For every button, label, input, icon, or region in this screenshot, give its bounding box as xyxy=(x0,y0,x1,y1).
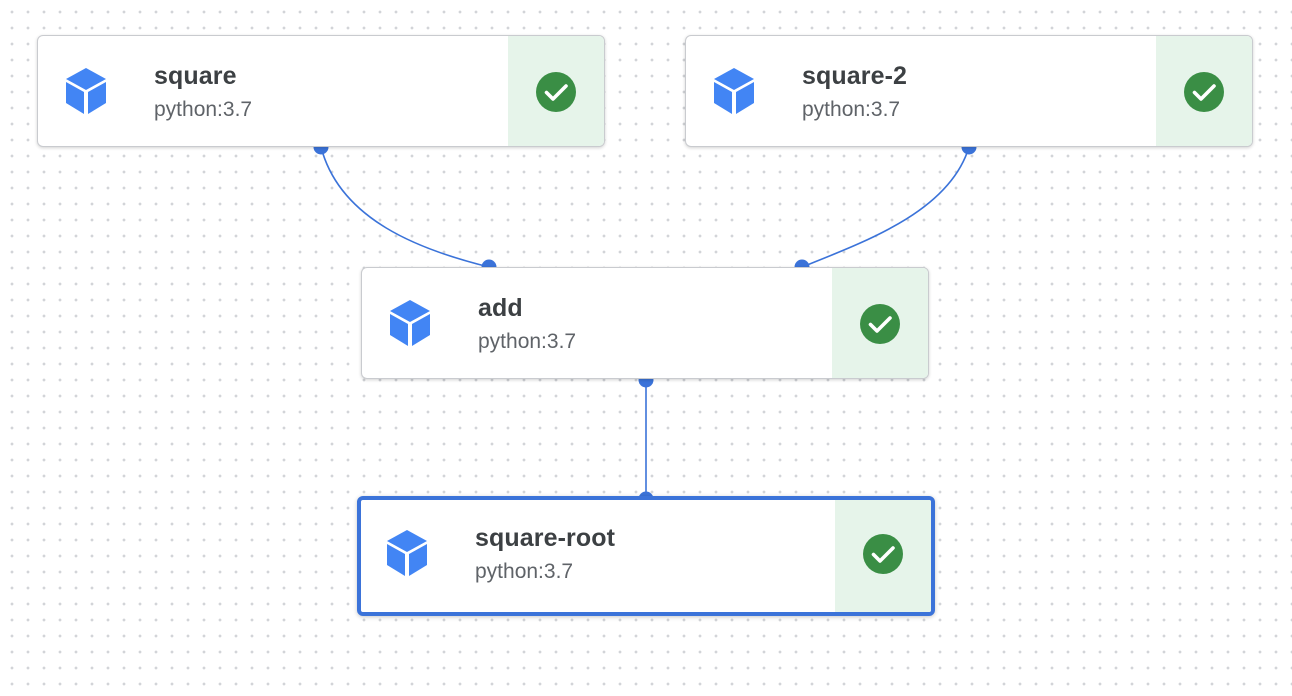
node-subtitle: python:3.7 xyxy=(478,330,577,353)
node-title: square xyxy=(154,62,237,90)
cube-icon xyxy=(714,68,754,114)
check-circle-icon xyxy=(860,304,900,344)
edge-square-to-add xyxy=(320,146,490,268)
check-circle-icon xyxy=(1184,72,1224,112)
status-panel xyxy=(1156,36,1252,146)
node-subtitle: python:3.7 xyxy=(154,98,253,121)
node-square-root[interactable]: square-root python:3.7 xyxy=(357,496,935,616)
cube-icon xyxy=(66,68,106,114)
status-panel xyxy=(832,268,928,378)
cube-icon xyxy=(387,530,427,576)
node-subtitle: python:3.7 xyxy=(802,98,901,121)
node-title: square-2 xyxy=(802,62,908,90)
node-subtitle: python:3.7 xyxy=(475,560,574,583)
node-square[interactable]: square python:3.7 xyxy=(37,35,605,147)
node-square-2[interactable]: square-2 python:3.7 xyxy=(685,35,1253,147)
check-circle-icon xyxy=(536,72,576,112)
status-panel xyxy=(835,500,931,612)
status-panel xyxy=(508,36,604,146)
cube-icon xyxy=(390,300,430,346)
node-add[interactable]: add python:3.7 xyxy=(361,267,929,379)
edge-square-2-to-add xyxy=(801,146,970,268)
node-title: add xyxy=(478,294,523,322)
node-title: square-root xyxy=(475,524,616,552)
check-circle-icon xyxy=(863,534,903,574)
